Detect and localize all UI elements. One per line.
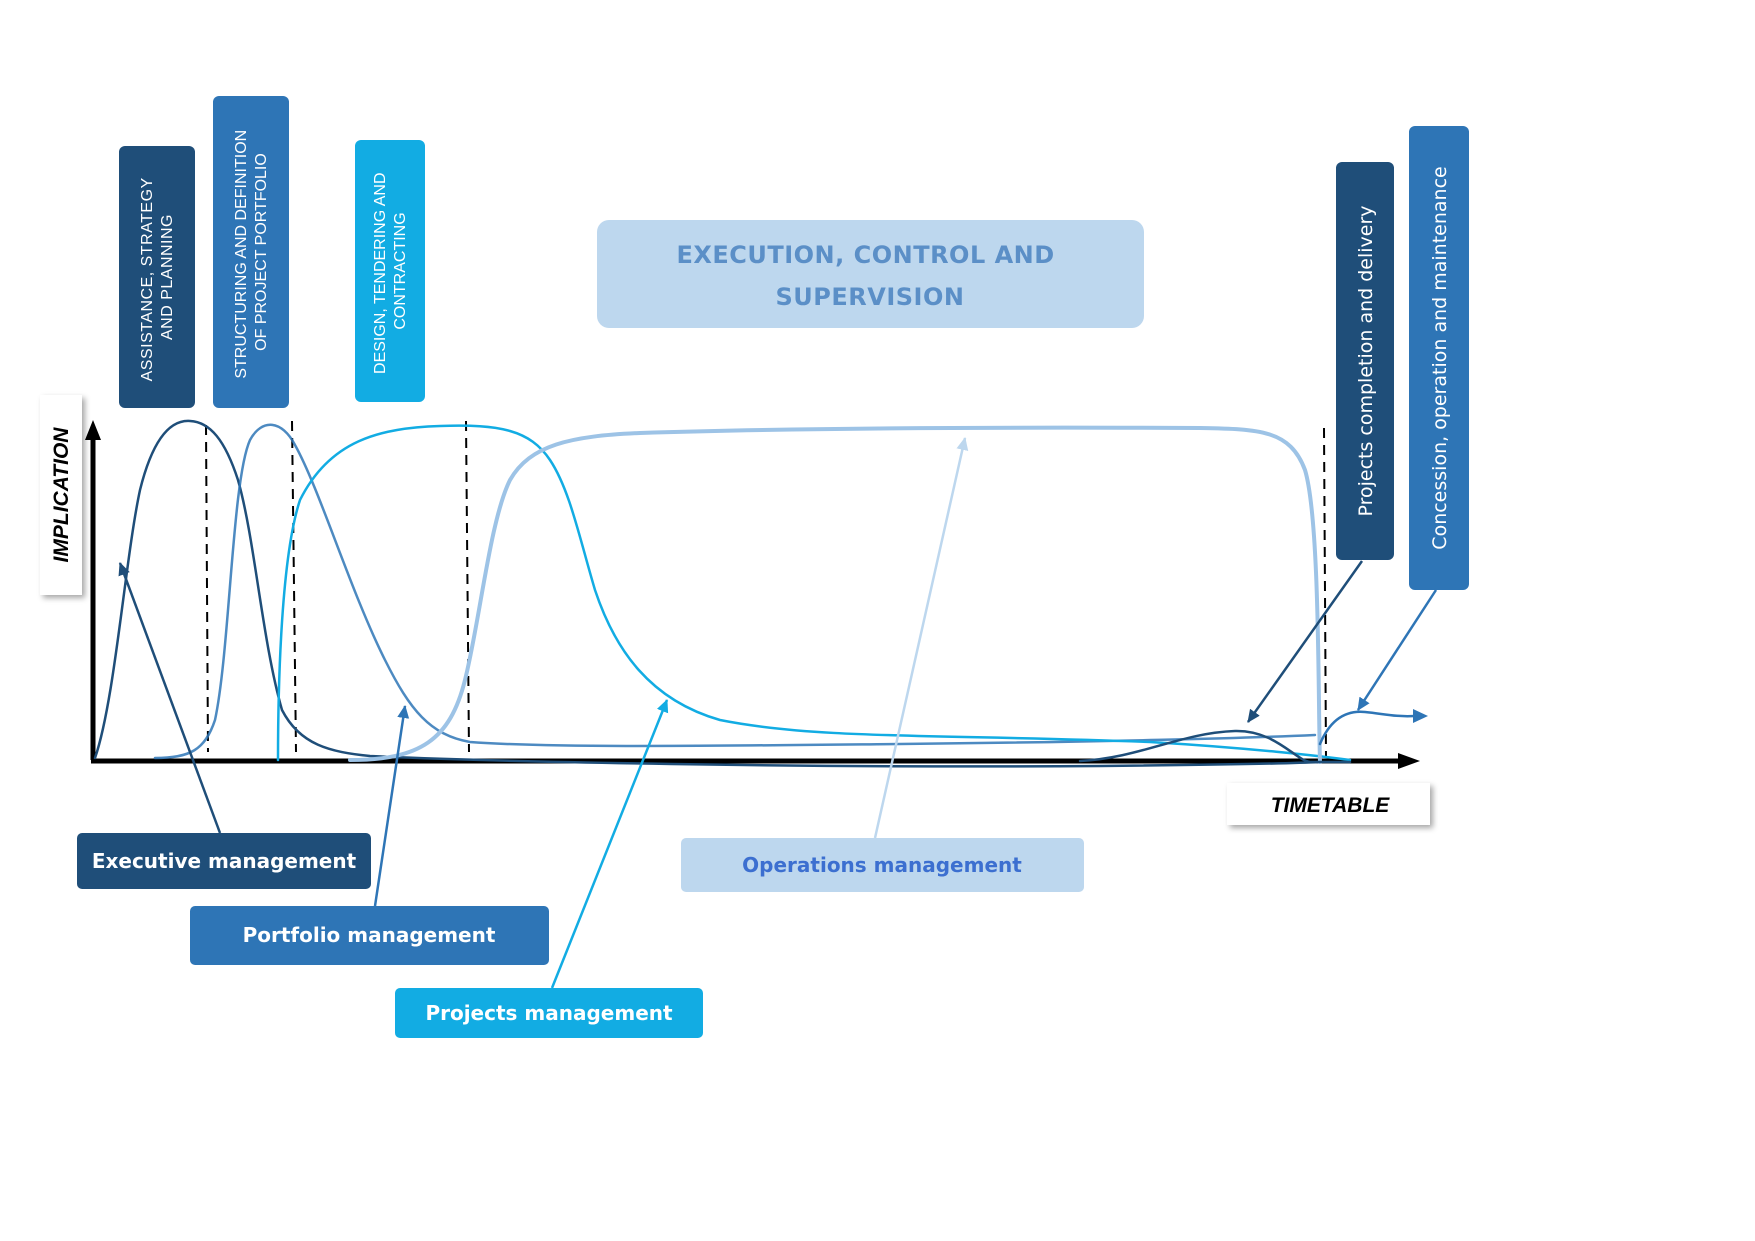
- phase-box-assistance: ASSISTANCE, STRATEGY AND PLANNING: [119, 146, 195, 408]
- separator-3: [465, 420, 470, 753]
- phase-execution-line2: SUPERVISION: [776, 283, 965, 311]
- separator-1: [205, 424, 209, 753]
- role-box-projects: Projects management: [395, 988, 703, 1038]
- phase-design-line1: DESIGN, TENDERING AND: [372, 172, 389, 374]
- executive-curve: [93, 419, 1322, 768]
- phase-execution-line1: EXECUTION, CONTROL AND: [676, 241, 1054, 269]
- projects-curve: [276, 424, 1352, 762]
- operations-curve: [348, 425, 1322, 764]
- operations-pointer: [873, 437, 969, 839]
- portfolio-pointer: [373, 705, 410, 907]
- phase-structuring-line2: OF PROJECT PORTFOLIO: [253, 153, 270, 351]
- curves: [93, 419, 1428, 768]
- phase-box-design: DESIGN, TENDERING AND CONTRACTING: [355, 140, 425, 402]
- phase-box-execution: EXECUTION, CONTROL AND SUPERVISION: [597, 220, 1144, 328]
- role-box-portfolio: Portfolio management: [190, 906, 549, 965]
- phase-structuring-line1: STRUCTURING AND DEFINITION: [233, 130, 250, 379]
- portfolio-curve: [153, 423, 1317, 760]
- phase-box-concession: Concession, operation and maintenance: [1409, 126, 1469, 590]
- pointer-arrows: [118, 437, 1438, 989]
- completion-curve: [1078, 729, 1352, 764]
- phase-design-line2: CONTRACTING: [392, 212, 409, 329]
- phase-box-structuring: STRUCTURING AND DEFINITION OF PROJECT PO…: [213, 96, 289, 408]
- role-operations-label: Operations management: [742, 853, 1022, 877]
- svg-text:ASSISTANCE, STRATEGY AND: ASSISTANCE, STRATEGY AND PLANNING: [139, 173, 176, 382]
- concession-pointer: [1356, 589, 1438, 711]
- separator-4: [1323, 427, 1327, 759]
- phase-assistance-line2: AND PLANNING: [159, 214, 176, 340]
- phase-separators: [205, 420, 1327, 759]
- separator-2: [291, 420, 297, 753]
- role-portfolio-label: Portfolio management: [243, 923, 496, 947]
- phase-completion-label: Projects completion and delivery: [1355, 205, 1377, 516]
- completion-pointer: [1246, 560, 1364, 723]
- svg-text:DESIGN, TENDERING AND CO: DESIGN, TENDERING AND CONTRACTING: [372, 168, 409, 374]
- y-axis-label: IMPLICATION: [50, 427, 73, 563]
- role-box-executive: Executive management: [77, 833, 371, 889]
- phase-assistance-line1: ASSISTANCE, STRATEGY: [139, 177, 156, 381]
- y-axis-arrowhead: [85, 420, 101, 440]
- projects-pointer: [550, 699, 669, 989]
- concession-curve-arrowhead: [1413, 709, 1428, 723]
- concession-curve: [1318, 710, 1417, 746]
- executive-pointer: [118, 562, 222, 834]
- svg-text:STRUCTURING AND DEFINITION: STRUCTURING AND DEFINITION OF PROJECT PO…: [233, 125, 270, 378]
- phase-box-completion: Projects completion and delivery: [1336, 162, 1394, 560]
- svg-text:EXECUTION, CONTROL AND S: EXECUTION, CONTROL AND SUPERVISION: [676, 241, 1063, 311]
- x-axis-arrowhead: [1398, 753, 1420, 769]
- x-axis-label: TIMETABLE: [1271, 794, 1391, 817]
- role-executive-label: Executive management: [92, 849, 357, 873]
- y-axis-label-box: IMPLICATION: [40, 395, 82, 595]
- role-projects-label: Projects management: [425, 1001, 673, 1025]
- role-box-operations: Operations management: [681, 838, 1084, 892]
- x-axis-label-box: TIMETABLE: [1227, 783, 1430, 825]
- axes: [85, 420, 1420, 769]
- phase-concession-label: Concession, operation and maintenance: [1429, 166, 1451, 549]
